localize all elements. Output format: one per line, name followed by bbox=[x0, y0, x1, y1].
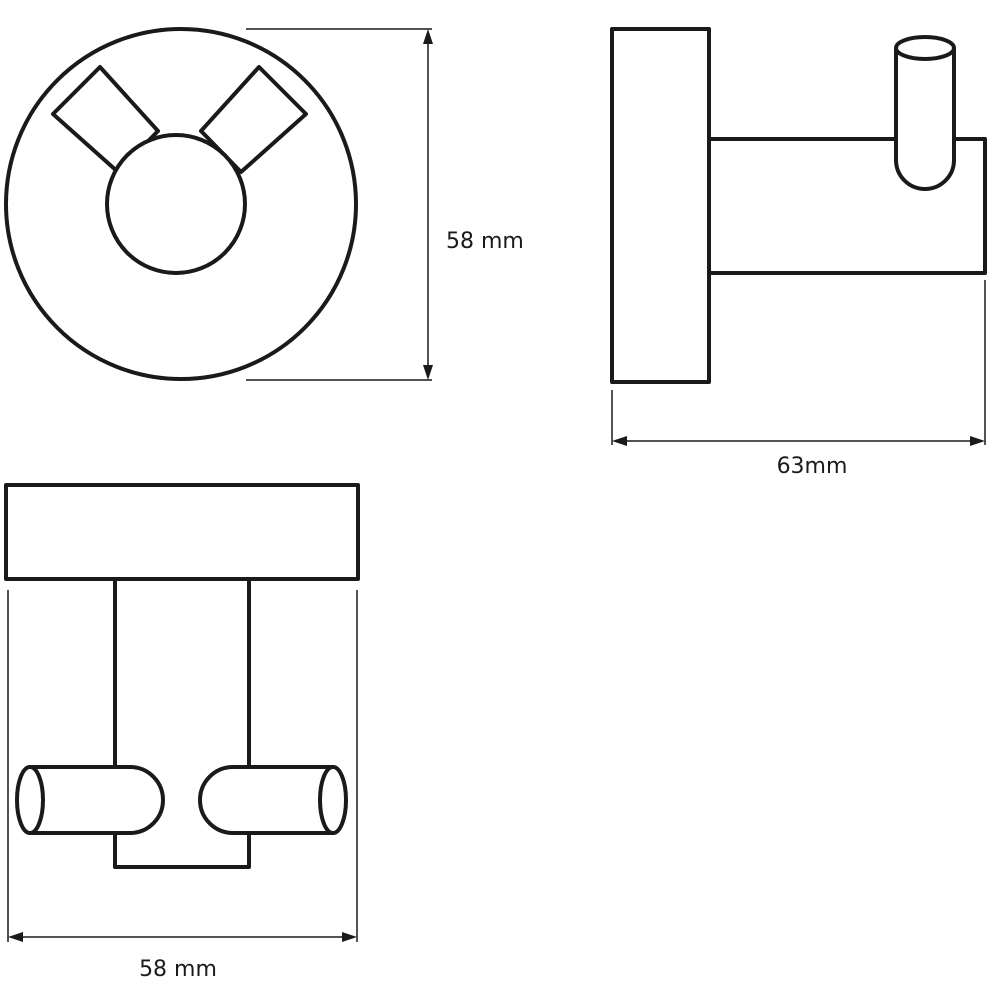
side-hook-tip-body bbox=[894, 48, 956, 191]
top-right-hook-body bbox=[198, 765, 335, 835]
side-depth-dimension: 63mm bbox=[611, 280, 986, 479]
top-left-hook-tip bbox=[15, 765, 45, 835]
front-height-arrow-bottom bbox=[423, 365, 433, 380]
front-view bbox=[4, 27, 358, 381]
front-base-plate bbox=[4, 27, 358, 381]
front-height-arrow-top bbox=[423, 29, 433, 44]
top-width-dimension: 58 mm bbox=[7, 590, 358, 982]
top-left-hook-body bbox=[28, 765, 165, 835]
side-base-plate bbox=[610, 27, 711, 384]
top-width-arrow-right bbox=[342, 932, 357, 942]
front-right-hook-arm bbox=[199, 65, 308, 174]
front-left-hook-arm bbox=[51, 65, 160, 174]
side-arm bbox=[707, 137, 987, 275]
front-height-dimension: 58 mm bbox=[246, 28, 524, 381]
side-view bbox=[610, 27, 987, 384]
top-view bbox=[4, 483, 360, 869]
top-base-plate bbox=[4, 483, 360, 581]
top-arm bbox=[113, 577, 251, 869]
front-height-label: 58 mm bbox=[446, 229, 524, 254]
side-depth-arrow-left bbox=[612, 436, 627, 446]
top-width-label: 58 mm bbox=[139, 957, 217, 982]
side-depth-arrow-right bbox=[970, 436, 985, 446]
side-hook-tip-top bbox=[894, 35, 956, 61]
side-depth-label: 63mm bbox=[777, 454, 848, 479]
top-right-hook-tip bbox=[318, 765, 348, 835]
top-width-arrow-left bbox=[8, 932, 23, 942]
front-center-post bbox=[105, 133, 247, 275]
